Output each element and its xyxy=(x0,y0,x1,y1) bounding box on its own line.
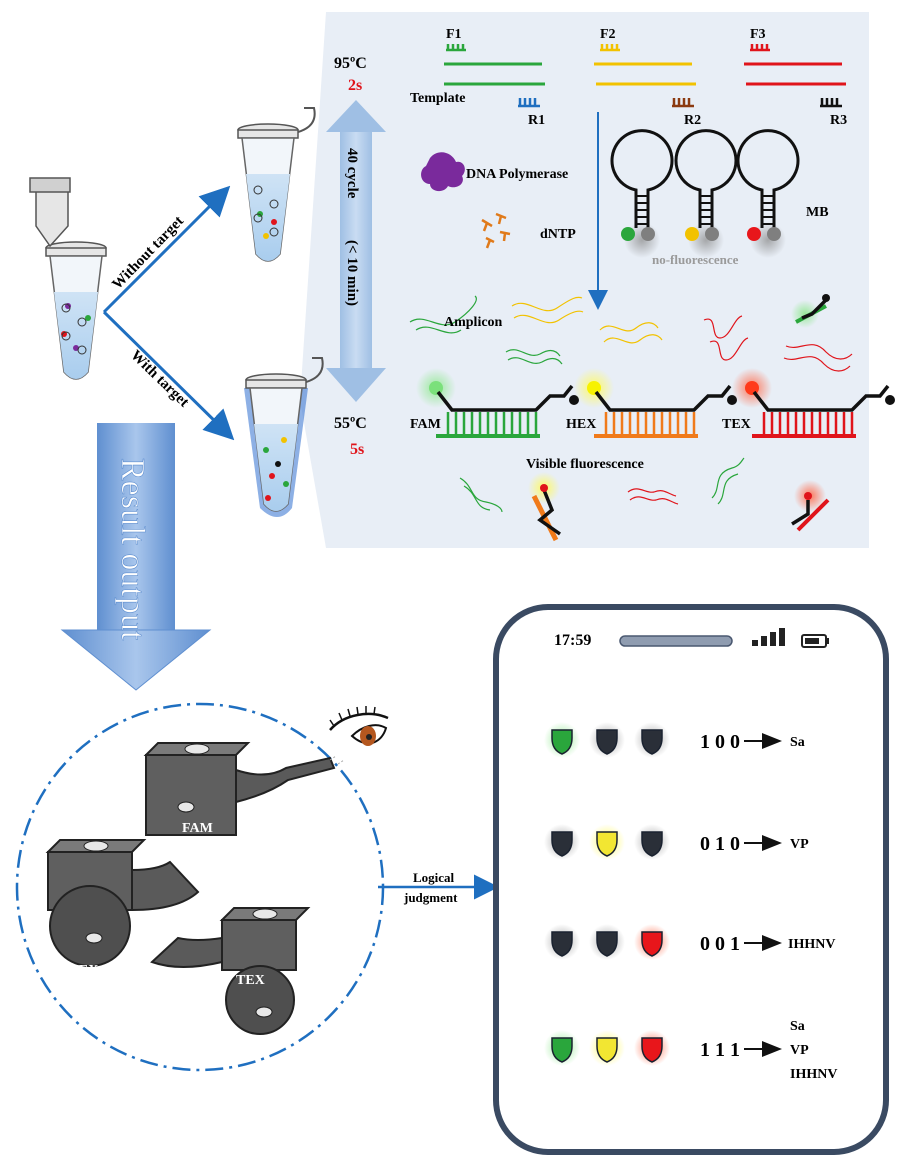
result-target: IHHNV xyxy=(788,937,835,952)
eye-icon xyxy=(329,706,389,765)
judgment-label: judgment xyxy=(403,890,458,905)
open-beacon-yellow xyxy=(528,472,562,542)
primer-r1-label: R1 xyxy=(528,113,545,128)
primer-f1-label: F1 xyxy=(446,27,462,42)
temp-high: 95ºC xyxy=(334,55,367,72)
result-code: 1 0 0 xyxy=(700,731,740,753)
result-code: 0 1 0 xyxy=(700,833,740,855)
time-low: 5s xyxy=(350,441,364,458)
temp-low: 55ºC xyxy=(334,415,367,432)
indicator-light xyxy=(589,924,625,960)
result-code: 0 0 1 xyxy=(700,933,740,955)
molecular-beacon xyxy=(610,129,674,258)
hybridized-beacon xyxy=(574,368,737,438)
logical-label: Logical xyxy=(413,870,455,885)
template-set-2: F2 R2 xyxy=(594,27,701,128)
result-code: 1 1 1 xyxy=(700,1039,740,1061)
device-hex-label: HEX xyxy=(68,963,98,978)
molecular-beacon xyxy=(674,129,738,258)
result-target: IHHNV xyxy=(790,1067,837,1082)
indicator-light xyxy=(544,722,580,758)
molecular-beacons xyxy=(610,129,800,258)
device-hex xyxy=(45,839,200,967)
arrow-with-target xyxy=(102,310,235,441)
indicator-light xyxy=(634,1030,670,1066)
visible-fluorescence-label: Visible fluorescence xyxy=(526,457,644,472)
tube-without-target xyxy=(237,107,316,262)
time-high: 2s xyxy=(348,77,362,94)
primer-f2-label: F2 xyxy=(600,27,616,42)
battery-icon xyxy=(801,634,829,648)
phone-result-row: 1 0 0 Sa xyxy=(544,722,805,758)
template-set-1: F1 R1 Template xyxy=(410,27,545,128)
tex-label: TEX xyxy=(722,417,751,432)
polymerase-label: DNA Polymerase xyxy=(466,167,568,182)
mb-label: MB xyxy=(806,205,829,220)
result-output-arrow xyxy=(60,423,212,691)
result-target: VP xyxy=(790,837,809,852)
fam-label: FAM xyxy=(410,417,441,432)
phone-result-row: 0 0 1 IHHNV xyxy=(544,924,835,960)
free-strands xyxy=(459,457,745,513)
hex-label: HEX xyxy=(566,417,596,432)
device-fam-label: FAM xyxy=(182,821,213,836)
hybridized-beacon xyxy=(416,368,579,438)
result-target: Sa xyxy=(790,1019,805,1034)
result-target: VP xyxy=(790,1043,809,1058)
indicator-light xyxy=(544,924,580,960)
indicator-light xyxy=(544,824,580,860)
open-beacon-red xyxy=(791,480,830,532)
indicator-light xyxy=(589,824,625,860)
reaction-tubes xyxy=(29,107,324,517)
indicator-light xyxy=(589,1030,625,1066)
tube-with-target xyxy=(244,357,324,517)
dntp-icon xyxy=(481,212,511,249)
dntp-label: dNTP xyxy=(540,227,576,242)
primer-r2-label: R2 xyxy=(684,113,701,128)
cycle-label: 40 cycle xyxy=(344,148,360,199)
thermal-cycle-arrow xyxy=(326,100,386,402)
phone-time: 17:59 xyxy=(554,632,591,649)
without-target-label: Without target xyxy=(109,213,187,293)
indicator-light xyxy=(634,824,670,860)
indicator-light xyxy=(634,924,670,960)
amplicon-label: Amplicon xyxy=(444,315,503,330)
with-target-label: With target xyxy=(127,347,192,410)
polymerase-icon xyxy=(421,152,465,192)
primer-r3-label: R3 xyxy=(830,113,847,128)
template-set-3: F3 R3 xyxy=(744,27,847,128)
phone-speaker xyxy=(619,635,733,647)
result-target: Sa xyxy=(790,735,805,750)
indicator-light xyxy=(589,722,625,758)
result-output-label: Result output xyxy=(114,458,151,641)
no-fluorescence-label: no-fluorescence xyxy=(652,252,739,267)
template-label: Template xyxy=(410,91,465,106)
panel-connector xyxy=(300,12,326,548)
detection-devices xyxy=(45,742,336,1035)
signal-icon xyxy=(752,628,785,646)
device-tex xyxy=(150,907,311,1035)
arrow-without-target xyxy=(102,185,231,314)
molecular-beacon xyxy=(736,129,800,258)
tube-initial xyxy=(29,177,107,380)
indicator-light xyxy=(634,722,670,758)
hybridized-beacons xyxy=(416,368,895,438)
cycle-time-label: (< 10 min) xyxy=(344,240,360,306)
open-beacon-green xyxy=(791,294,830,328)
device-fam xyxy=(143,742,336,836)
amplicons xyxy=(409,295,853,372)
phone-result-row: 0 1 0 VP xyxy=(544,824,809,860)
hybridized-beacon xyxy=(732,368,895,438)
device-tex-label: TEX xyxy=(236,973,265,988)
indicator-light xyxy=(544,1030,580,1066)
primer-f3-label: F3 xyxy=(750,27,766,42)
